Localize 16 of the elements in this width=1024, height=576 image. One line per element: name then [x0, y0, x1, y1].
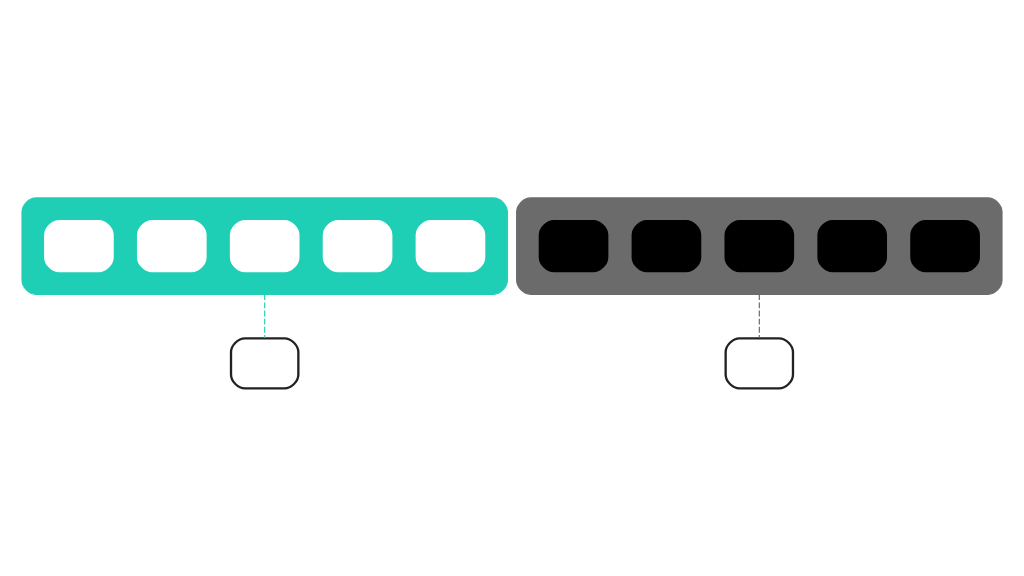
node-box: [415, 219, 486, 272]
node-box: [322, 219, 393, 272]
node-box: [44, 219, 114, 272]
node-box: [910, 219, 980, 272]
connector: [758, 293, 760, 339]
node-box: [631, 219, 702, 272]
node-box: [724, 336, 795, 390]
node-box: [136, 219, 207, 272]
node-box: [229, 219, 300, 272]
node-box: [817, 219, 888, 272]
node-box: [229, 336, 300, 390]
connector: [264, 293, 266, 339]
cluster: [516, 196, 1003, 295]
node-box: [538, 219, 609, 272]
cluster: [21, 196, 508, 295]
node-box: [724, 219, 795, 272]
